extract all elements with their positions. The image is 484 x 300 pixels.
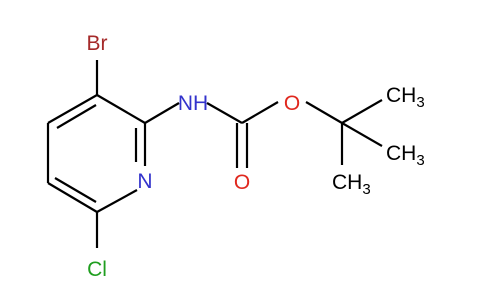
atom-n-ring: N <box>137 170 152 193</box>
atom-nh: NH <box>178 92 208 115</box>
methyl-3-sub: 3 <box>362 181 370 198</box>
atom-o-ester: O <box>284 92 300 115</box>
bond-cq-me2 <box>341 122 383 147</box>
methyl-1-sub: 3 <box>416 94 424 111</box>
bond-nh-c <box>206 102 243 124</box>
methyl-2-ch: CH <box>386 142 416 165</box>
atom-o-carbonyl: O <box>234 171 250 194</box>
bond-c2-nh <box>144 102 180 124</box>
methyl-3-ch: CH <box>332 171 362 194</box>
bond-c4-c3 <box>47 94 98 124</box>
methyl-2-sub: 3 <box>416 152 424 169</box>
bond-c4-c3-inner <box>56 104 97 129</box>
methyl-1: CH3 <box>386 84 425 111</box>
atom-cl: Cl <box>87 258 107 281</box>
methyl-2: CH3 <box>386 142 425 169</box>
bond-c3-c2 <box>96 94 146 124</box>
bond-o-cq <box>305 101 343 124</box>
atom-br: Br <box>87 32 108 55</box>
bond-cq-me1 <box>341 99 383 124</box>
methyl-3: CH3 <box>332 171 371 198</box>
bond-c6-c5-inner <box>54 177 97 203</box>
bond-c6-c5 <box>47 182 98 213</box>
bond-c-o-ester <box>241 101 279 124</box>
atom-labels: Br NH N Cl O O CH3 CH3 CH3 <box>87 32 425 281</box>
methyl-1-ch: CH <box>386 84 416 107</box>
bond-n1-c6 <box>96 189 138 213</box>
bonds <box>46 60 383 248</box>
